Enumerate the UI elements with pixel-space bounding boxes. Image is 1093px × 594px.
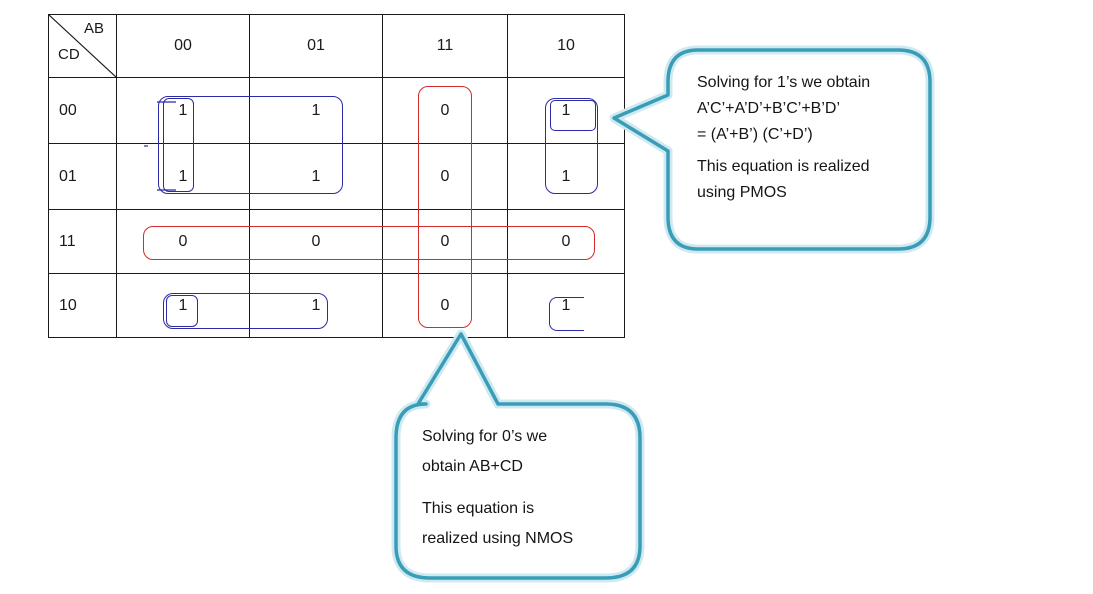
row-header: 01 (48, 143, 117, 210)
row-header: 11 (48, 209, 117, 274)
karnaugh-map: AB CD 00 01 11 10 00 1 1 0 1 01 1 1 0 1 … (48, 14, 625, 338)
kmap-cell: 0 (382, 143, 508, 210)
kmap-cell: 1 (507, 273, 625, 338)
kmap-row: 01 1 1 0 1 (48, 143, 625, 210)
kmap-row: 11 0 0 0 0 (48, 209, 625, 274)
callout-ones-line: This equation is realized (697, 158, 870, 175)
row-header: 10 (48, 273, 117, 338)
kmap-cell: 1 (507, 143, 625, 210)
kmap-header-row: AB CD 00 01 11 10 (48, 14, 625, 78)
callout-zeros-line: This equation is (422, 500, 535, 517)
callout-ones-line: = (A’+B’) (C’+D’) (697, 126, 813, 143)
kmap-row: 10 1 1 0 1 (48, 273, 625, 338)
column-header: 01 (249, 14, 383, 78)
column-header: 10 (507, 14, 625, 78)
corner-diagonal-line (49, 15, 116, 77)
kmap-cell: 0 (382, 77, 508, 144)
column-variable-label: AB (83, 20, 104, 37)
kmap-cell: 1 (116, 273, 250, 338)
callout-ones-line: using PMOS (697, 184, 787, 201)
column-header: 11 (382, 14, 508, 78)
kmap-cell: 1 (249, 273, 383, 338)
kmap-row: 00 1 1 0 1 (48, 77, 625, 144)
row-variable-label: CD (58, 46, 80, 63)
callout-ones-text: Solving for 1’s we obtain A’C’+A’D’+B’C’… (697, 70, 922, 206)
callout-ones-line: A’C’+A’D’+B’C’+B’D’ (697, 100, 840, 117)
kmap-corner-cell: AB CD (48, 14, 117, 78)
kmap-cell: 1 (507, 77, 625, 144)
callout-zeros-line: obtain AB+CD (422, 458, 523, 475)
kmap-cell: 1 (116, 143, 250, 210)
row-header: 00 (48, 77, 117, 144)
callout-zeros-line: realized using NMOS (422, 530, 574, 547)
kmap-cell: 0 (249, 209, 383, 274)
kmap-cell: 0 (382, 273, 508, 338)
column-header: 00 (116, 14, 250, 78)
kmap-cell: 0 (507, 209, 625, 274)
kmap-cell: 0 (382, 209, 508, 274)
callout-zeros-line: Solving for 0’s we (422, 428, 548, 445)
callout-ones-line: Solving for 1’s we obtain (697, 74, 871, 91)
kmap-cell: 1 (249, 77, 383, 144)
kmap-cell: 0 (116, 209, 250, 274)
kmap-cell: 1 (116, 77, 250, 144)
callout-zeros-text: Solving for 0’s we obtain AB+CD This equ… (422, 422, 632, 554)
kmap-cell: 1 (249, 143, 383, 210)
